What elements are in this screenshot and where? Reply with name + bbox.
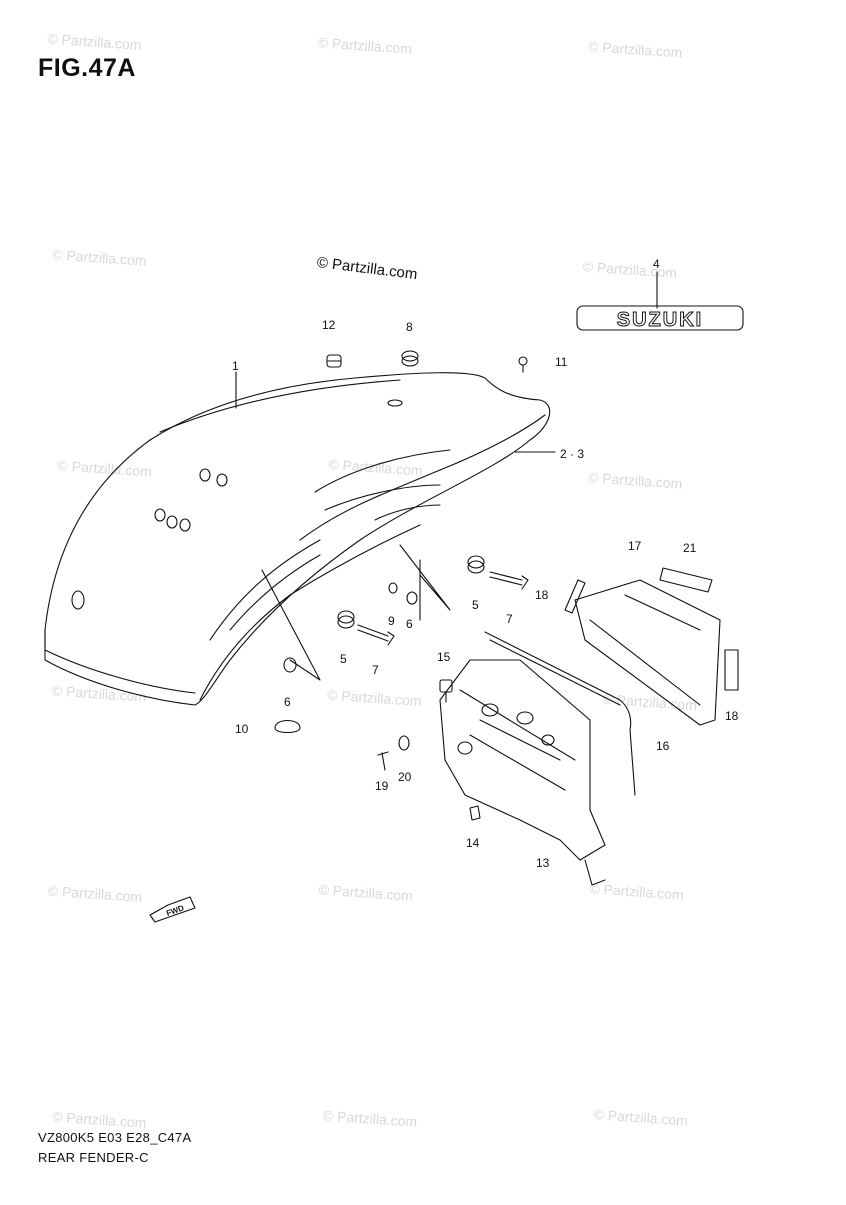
callout-labels: 1 2 · 3 4 5 5 6 6 7 7 8 9 10 11 12 13 14…	[232, 257, 739, 870]
callout-7: 7	[372, 663, 379, 677]
bracket-hole	[516, 711, 534, 725]
callout-11: 11	[555, 355, 568, 369]
callout-14: 14	[466, 836, 480, 850]
callout-13: 13	[536, 856, 550, 870]
fender-hole	[216, 473, 228, 487]
callout-6: 6	[284, 695, 291, 709]
callout-4: 4	[653, 257, 660, 271]
fender-hole	[166, 515, 178, 529]
callout-8: 8	[406, 320, 413, 334]
washer-6	[406, 591, 418, 605]
watermark: © Partzilla.com	[582, 258, 677, 281]
callout-1: 1	[232, 359, 239, 373]
watermark: © Partzilla.com	[52, 246, 147, 269]
tape-18	[564, 579, 586, 614]
fender-groove	[229, 554, 321, 631]
watermark: © Partzilla.com	[318, 881, 413, 904]
fender-lip	[159, 379, 401, 433]
bolt-7	[489, 571, 529, 590]
fender-scallop	[374, 504, 441, 521]
watermark: © Partzilla.com	[602, 691, 697, 714]
watermark: © Partzilla.com	[327, 687, 422, 710]
callout-6: 6	[406, 617, 413, 631]
fender-groove	[209, 539, 321, 641]
figure-title: FIG.47A	[38, 54, 136, 82]
watermark: © Partzilla.com	[317, 34, 412, 57]
fender-scallop	[324, 484, 441, 511]
leader-line	[261, 569, 321, 681]
fwd-arrow-icon	[149, 896, 196, 923]
callout-5: 5	[340, 652, 347, 666]
callout-20: 20	[398, 770, 412, 784]
cushion-5	[467, 555, 485, 574]
leader-line	[399, 544, 451, 611]
suzuki-badge	[576, 305, 744, 331]
callout-21: 21	[683, 541, 697, 555]
fender-slot	[387, 399, 403, 407]
washer-20	[398, 735, 410, 751]
bracket-hole	[457, 741, 473, 755]
callout-18: 18	[535, 588, 549, 602]
rod-16	[484, 631, 636, 796]
fender-side	[299, 414, 546, 541]
watermark: © Partzilla.com	[588, 38, 683, 61]
bracket-13	[439, 659, 606, 861]
fender-hole	[199, 468, 211, 482]
bracket-17	[574, 579, 721, 726]
callout-9: 9	[388, 614, 395, 628]
suzuki-badge-text: SUZUKI	[617, 309, 703, 331]
callout-5: 5	[472, 598, 479, 612]
bracket-detail	[459, 689, 576, 791]
screw-19	[377, 751, 389, 771]
bracket-tab	[584, 859, 606, 886]
figure-code: VZ800K5 E03 E28_C47A	[38, 1130, 192, 1145]
fender-hole	[154, 508, 166, 522]
plug-10	[274, 719, 301, 734]
washer-9	[388, 582, 398, 594]
screw-11	[518, 356, 528, 373]
fender-hole	[179, 518, 191, 532]
watermark: © Partzilla.com	[589, 880, 684, 903]
rear-fender	[44, 372, 551, 706]
watermark: © Partzilla.com	[593, 1106, 688, 1129]
callout-19: 19	[375, 779, 389, 793]
bolt-7	[357, 624, 395, 646]
tape-18	[724, 649, 739, 691]
bracket-hole	[481, 703, 499, 717]
tape-21	[659, 567, 713, 593]
watermark: © Partzilla.com	[47, 883, 142, 906]
watermark: © Partzilla.com	[57, 457, 152, 480]
callout-2-3: 2 · 3	[560, 447, 584, 461]
fender-edge	[44, 629, 196, 694]
watermark: © Partzilla.com	[322, 1107, 417, 1130]
callout-17: 17	[628, 539, 642, 553]
watermark: © Partzilla.com	[52, 1108, 147, 1131]
callout-18: 18	[725, 709, 739, 723]
fender-scallop	[314, 449, 451, 493]
bracket-17-inner	[589, 594, 701, 706]
bolt-14	[469, 805, 481, 821]
grommet-8	[401, 350, 419, 367]
fender-inner-curve	[199, 524, 421, 701]
watermark: © Partzilla.com	[47, 30, 142, 53]
watermark: © Partzilla.com	[51, 682, 146, 705]
washer-6	[283, 657, 297, 673]
bracket-hole	[541, 734, 555, 746]
nut-12	[326, 354, 342, 368]
fender-hole	[71, 590, 85, 610]
watermark: © Partzilla.com	[588, 469, 683, 492]
callout-7: 7	[506, 612, 513, 626]
screw-15	[439, 679, 453, 703]
callout-15: 15	[437, 650, 451, 664]
callout-10: 10	[235, 722, 249, 736]
callout-16: 16	[656, 739, 670, 753]
callout-12: 12	[322, 318, 336, 332]
cushion-5	[337, 610, 355, 629]
watermark: © Partzilla.com	[328, 456, 423, 479]
figure-name: REAR FENDER-C	[38, 1150, 149, 1165]
